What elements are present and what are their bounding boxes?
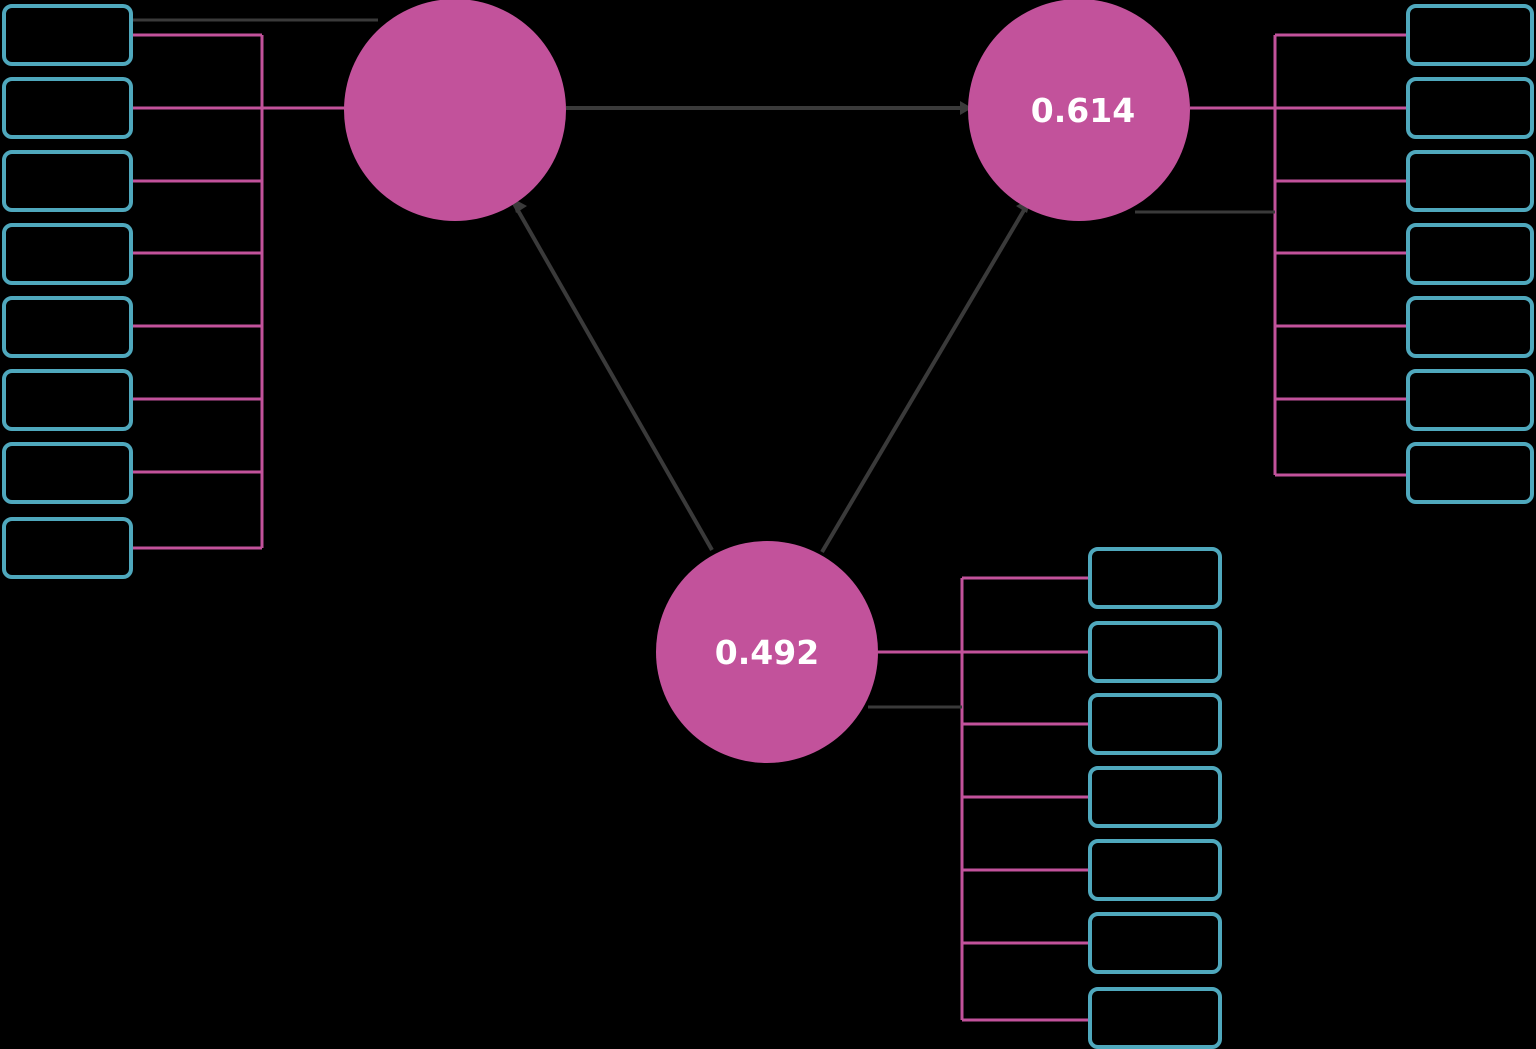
- right-loadings: [1190, 33, 1410, 477]
- construct-bottom: [656, 541, 878, 763]
- right-indicators: [1406, 4, 1534, 504]
- construct-right: [968, 0, 1190, 221]
- indicator-box: [1406, 4, 1534, 66]
- left-loadings: [132, 33, 345, 550]
- indicator-box: [1088, 987, 1222, 1049]
- indicator-box: [2, 442, 133, 504]
- indicator-box: [1088, 693, 1222, 755]
- construct-bottom-value: 0.492: [715, 633, 819, 672]
- indicator-box: [1406, 296, 1534, 358]
- arrowhead-right: [960, 101, 972, 115]
- construct-left: [344, 0, 566, 221]
- indicator-box: [2, 296, 133, 358]
- indicator-box: [1406, 442, 1534, 504]
- bottom-loadings: [878, 576, 1092, 1022]
- indicator-box: [2, 223, 133, 285]
- indicator-box: [1088, 912, 1222, 974]
- indicator-box: [1088, 621, 1222, 683]
- indicator-box: [2, 517, 133, 579]
- path-left-to-bottom: [510, 199, 714, 551]
- indicator-box: [1406, 223, 1534, 285]
- indicator-box: [1088, 547, 1222, 609]
- structural-paths: [510, 101, 1032, 554]
- indicator-box: [1088, 839, 1222, 901]
- left-indicators: [2, 4, 133, 579]
- path-right-to-bottom: [820, 198, 1032, 554]
- bottom-indicators: [1088, 547, 1222, 1049]
- indicator-box: [1406, 369, 1534, 431]
- indicator-box: [2, 150, 133, 212]
- indicator-box: [2, 77, 133, 139]
- indicator-box: [1088, 766, 1222, 828]
- construct-right-value: 0.614: [1031, 91, 1135, 130]
- indicator-box: [1406, 77, 1534, 139]
- indicator-box: [2, 4, 133, 66]
- indicator-box: [2, 369, 133, 431]
- indicator-box: [1406, 150, 1534, 212]
